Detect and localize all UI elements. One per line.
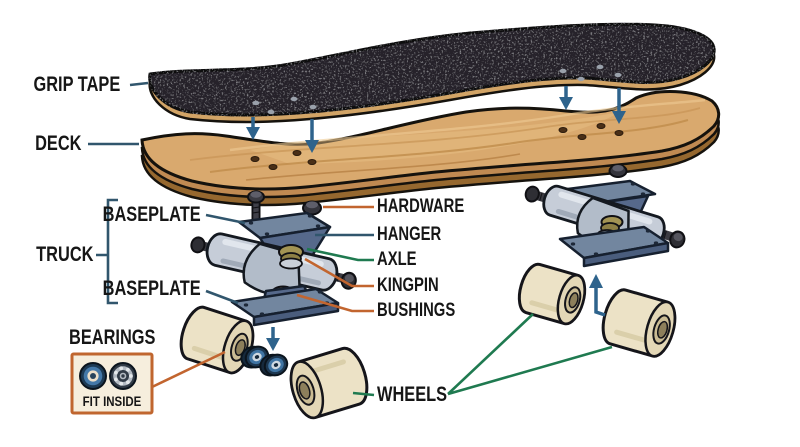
- label-bushings: BUSHINGS: [377, 300, 456, 321]
- label-kingpin: KINGPIN: [377, 275, 439, 296]
- mounting-nut: [302, 200, 322, 216]
- grip-tape-illustration: [148, 22, 716, 124]
- label-axle: AXLE: [377, 249, 417, 270]
- kingpin-bushings: [278, 244, 304, 270]
- baseplate-bottom-line: [205, 289, 239, 305]
- label-baseplate-bottom: BASEPLATE: [103, 277, 201, 300]
- bottom-baseplate-front: [252, 301, 340, 327]
- truck-bracket: [96, 198, 118, 305]
- assembly-arrows-down: [246, 86, 626, 153]
- connector-lines-green: [306, 247, 613, 397]
- wheel: [289, 346, 369, 420]
- connector-lines-slate: [88, 81, 374, 305]
- deck-bolt-holes: [250, 123, 624, 170]
- axle-line: [306, 247, 374, 262]
- wheels-line-right: [447, 345, 613, 396]
- label-truck: TRUCK: [35, 243, 93, 266]
- bearings-line: [151, 350, 226, 389]
- label-baseplate-top: BASEPLATE: [103, 203, 201, 226]
- label-fit-inside: FIT INSIDE: [82, 393, 142, 409]
- wheel: [517, 262, 587, 326]
- label-grip-tape: GRIP TAPE: [33, 73, 120, 96]
- mounting-nut-right: [608, 164, 628, 178]
- mounting-bolt: [247, 190, 265, 222]
- grip-tape-line: [129, 81, 149, 87]
- label-wheels: WHEELS: [377, 383, 448, 406]
- label-bearings: BEARINGS: [69, 326, 156, 349]
- baseplate-top-line: [205, 213, 246, 225]
- bearing-open-icon: [109, 362, 137, 390]
- bottom-baseplate-front-right: [582, 241, 670, 268]
- assembly-arrow-up-right: [589, 274, 606, 317]
- bushings-line: [296, 293, 374, 313]
- label-hanger: HANGER: [377, 224, 442, 245]
- wheel: [601, 288, 677, 358]
- grip-tape-holes: [252, 64, 622, 115]
- wheels-line-up: [447, 313, 534, 395]
- truck-assembled-illustration: [524, 164, 686, 268]
- kingpin-line: [304, 257, 374, 288]
- bearings-fit-inside-box: [70, 352, 154, 415]
- connector-lines-orange: [151, 205, 374, 389]
- deck-illustration: [140, 90, 721, 207]
- truck-exploded-illustration: [190, 190, 357, 327]
- label-hardware: HARDWARE: [377, 196, 465, 217]
- wheel: [179, 305, 255, 375]
- wheels-line-left: [352, 391, 375, 397]
- assembly-arrow-down-center: [266, 327, 280, 351]
- bearing-shielded-icon: [79, 362, 107, 390]
- label-deck: DECK: [35, 132, 82, 155]
- bearing: [259, 353, 289, 377]
